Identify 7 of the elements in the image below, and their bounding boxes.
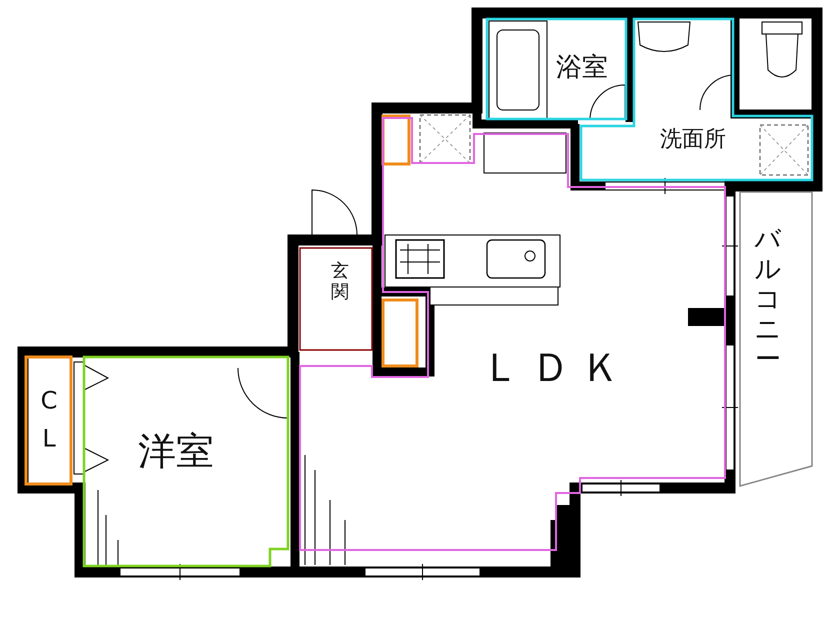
room-label: CL <box>40 386 58 455</box>
room-label: 洗面所 <box>660 128 726 152</box>
room-label: バルコニー <box>754 225 782 375</box>
room-label: 玄関 <box>330 261 350 303</box>
room-label: ＬＤＫ <box>481 346 631 390</box>
room-label: 洋室 <box>138 431 214 473</box>
room-label: 浴室 <box>556 54 608 82</box>
